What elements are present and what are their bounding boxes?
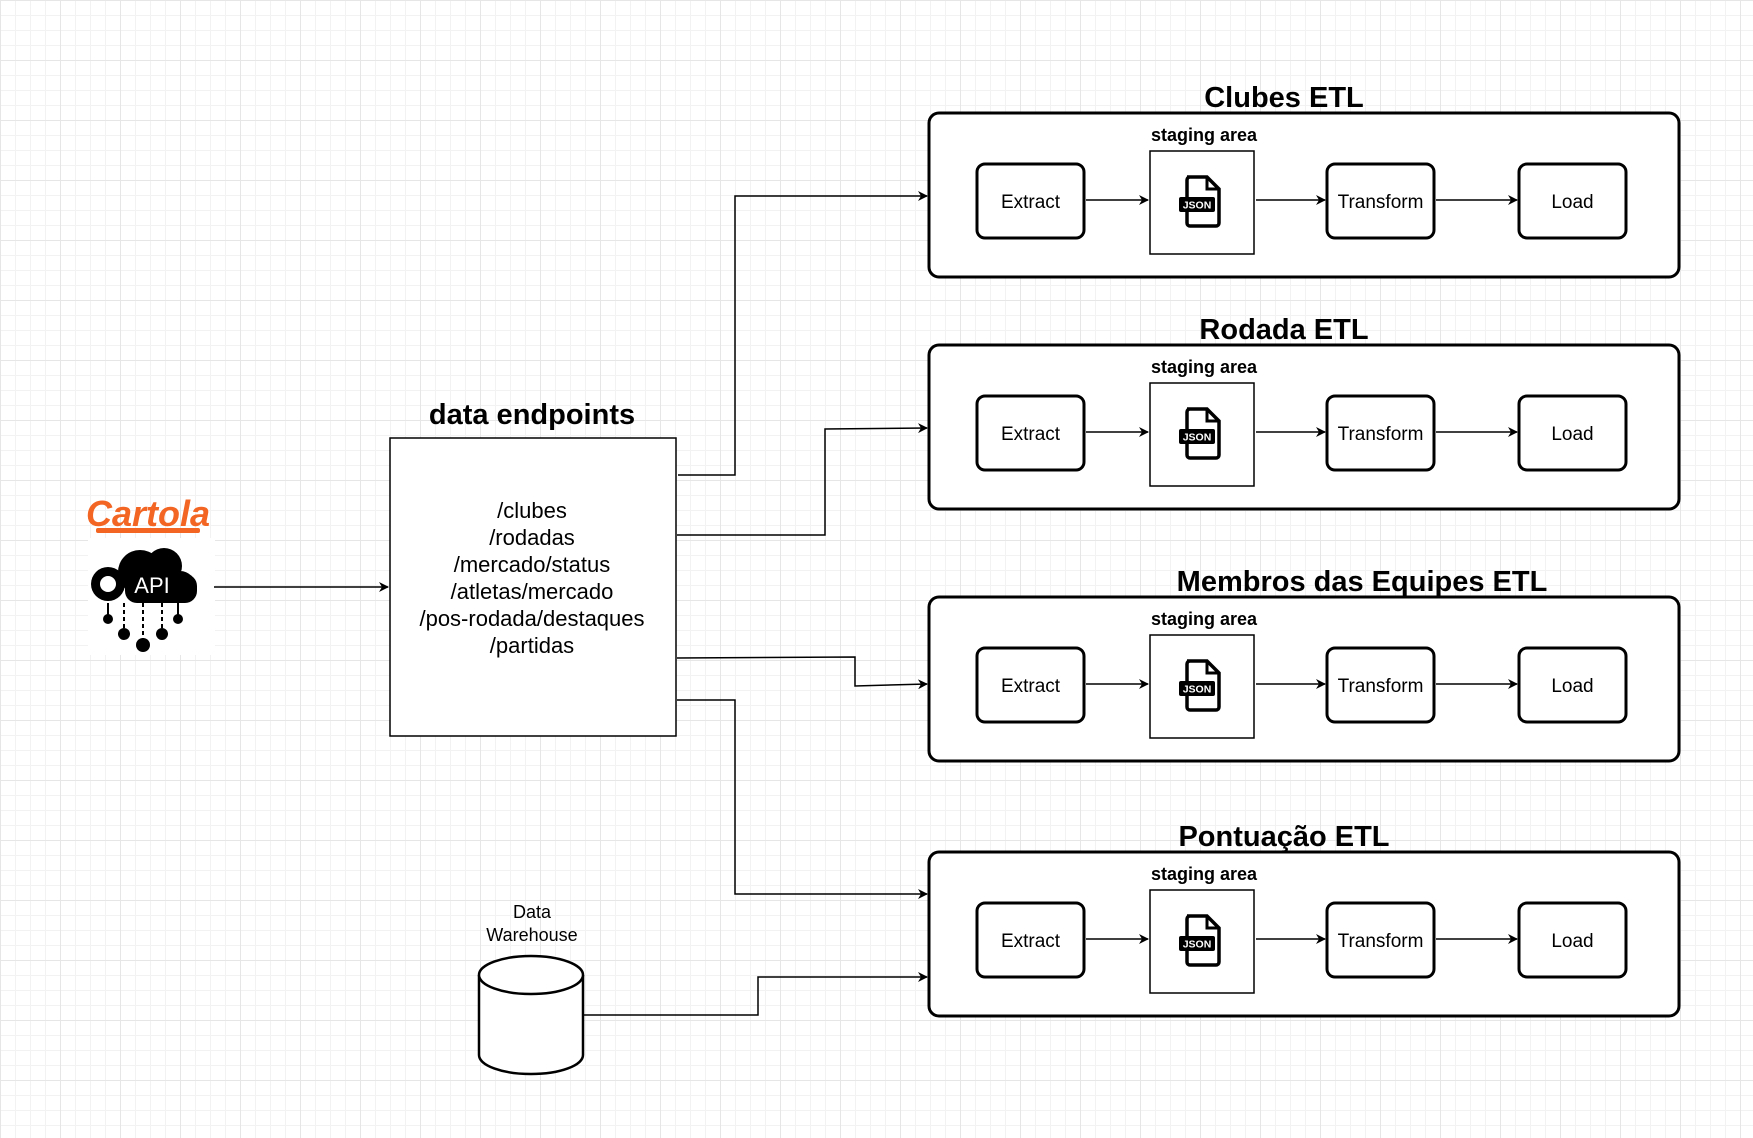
warehouse-label-line2: Warehouse (486, 925, 577, 945)
pipeline-container (927, 343, 1681, 511)
extract-step-box (975, 162, 1086, 240)
staging-area-label: staging area (1151, 609, 1258, 629)
json-badge: JSON (1183, 200, 1212, 212)
endpoints-title: data endpoints (429, 399, 635, 431)
load-step-box (1517, 162, 1628, 240)
pipeline-title: Membros das Equipes ETL (1177, 566, 1548, 598)
extract-step-label: Extract (1001, 424, 1061, 445)
endpoints-to-rodada-arrow (677, 423, 928, 536)
load-step-box (1517, 646, 1628, 724)
extract-step-box (975, 394, 1086, 472)
endpoint-item: /atletas/mercado (451, 579, 614, 604)
pipeline-title: Clubes ETL (1204, 82, 1364, 114)
cartola-logo: Cartola (86, 493, 210, 534)
json-badge: JSON (1183, 432, 1212, 444)
cartola-logo-underline (96, 528, 200, 533)
json-file-icon: JSON (1179, 659, 1221, 712)
json-badge: JSON (1183, 684, 1212, 696)
pipeline-container (927, 111, 1681, 279)
warehouse-to-pontuacao-arrow (584, 972, 928, 1016)
pipeline-container (927, 850, 1681, 1018)
load-step-box (1517, 901, 1628, 979)
load-step-label: Load (1551, 676, 1593, 697)
data-endpoints: data endpoints /clubes/rodadas/mercado/s… (389, 399, 677, 737)
load-step-box (1517, 394, 1628, 472)
endpoint-item: /mercado/status (454, 552, 611, 577)
cloud-api-icon: API (91, 548, 197, 652)
json-file-icon: JSON (1179, 175, 1221, 228)
endpoints-to-pontuacao-arrow (677, 699, 928, 899)
load-step-label: Load (1551, 192, 1593, 213)
endpoints-box (389, 437, 677, 737)
transform-step-box (1325, 646, 1436, 724)
etl-pipeline: Membros das Equipes ETL Extract staging ar… (927, 566, 1681, 763)
json-badge: JSON (1183, 939, 1212, 951)
transform-step-box (1325, 901, 1436, 979)
pipeline-container (927, 595, 1681, 763)
extract-step-box (975, 901, 1086, 979)
endpoint-item: /partidas (490, 633, 574, 658)
database-cylinder-icon (477, 954, 585, 1076)
extract-step-label: Extract (1001, 931, 1061, 952)
transform-step-label: Transform (1338, 931, 1424, 952)
transform-step-label: Transform (1338, 676, 1424, 697)
extract-step-label: Extract (1001, 676, 1061, 697)
staging-area-label: staging area (1151, 864, 1258, 884)
staging-area-label: staging area (1151, 357, 1258, 377)
pipeline-title: Pontuação ETL (1178, 821, 1389, 853)
pipeline-title: Rodada ETL (1199, 314, 1368, 346)
json-file-icon: JSON (1179, 914, 1221, 967)
json-file-icon: JSON (1179, 407, 1221, 460)
api-label: API (134, 573, 169, 598)
warehouse-label-line1: Data (513, 902, 552, 922)
data-warehouse: Data Warehouse (477, 902, 585, 1076)
endpoint-item: /rodadas (489, 525, 575, 550)
endpoint-list: /clubes/rodadas/mercado/status/atletas/m… (419, 498, 644, 658)
extract-step-label: Extract (1001, 192, 1061, 213)
load-step-label: Load (1551, 424, 1593, 445)
connectors (214, 191, 928, 1016)
endpoint-item: /pos-rodada/destaques (419, 606, 644, 631)
endpoint-item: /clubes (497, 498, 567, 523)
load-step-label: Load (1551, 931, 1593, 952)
endpoints-to-clubes-arrow (678, 191, 928, 476)
transform-step-box (1325, 394, 1436, 472)
endpoints-to-membros-arrow (676, 656, 928, 690)
transform-step-label: Transform (1338, 424, 1424, 445)
transform-step-box (1325, 162, 1436, 240)
transform-step-label: Transform (1338, 192, 1424, 213)
extract-step-box (975, 646, 1086, 724)
cartola-api-source: Cartola API (86, 493, 215, 655)
staging-area-label: staging area (1151, 125, 1258, 145)
